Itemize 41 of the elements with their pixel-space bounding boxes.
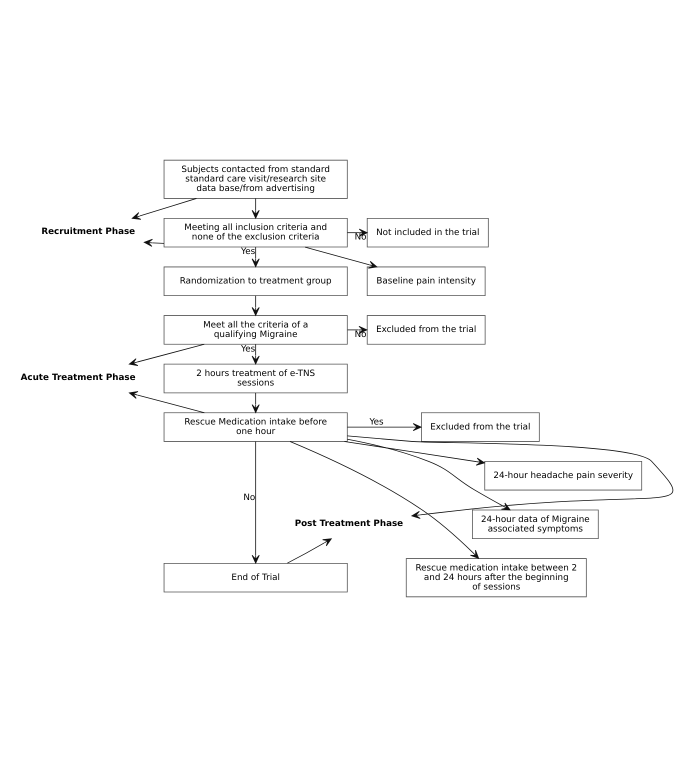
arrow (144, 238, 164, 247)
node-box: 24-hour data of Migraine associated symptoms (472, 510, 599, 540)
node-box: 2 hours treatment of e-TNS sessions (164, 364, 348, 394)
edge-label: Yes (369, 418, 384, 428)
arrow (347, 438, 511, 510)
arrow (252, 295, 260, 316)
node-box: Baseline pain intensity (366, 266, 486, 296)
node-text: Post Treatment Phase (294, 518, 404, 529)
edge-label: No (243, 492, 256, 503)
arrow (252, 198, 260, 219)
node-box: Randomization to treatment group (164, 266, 348, 296)
arrow (346, 436, 674, 519)
arrow (304, 246, 378, 269)
arrow (286, 538, 332, 564)
node-box: Subjects contacted from standard standard care visit/research site data base/from advertising (164, 160, 348, 199)
arrow (252, 246, 260, 268)
arrow (252, 441, 260, 564)
edge-label: Yes (241, 247, 256, 258)
arrow (347, 423, 422, 432)
edge-label: No (354, 330, 367, 340)
arrow (128, 391, 205, 414)
arrow (347, 326, 368, 334)
node-box: Meeting all inclusion criteria and none of the exclusion criteria (164, 218, 348, 248)
node-box: Excluded from the trial (421, 412, 540, 442)
edge-label: Yes (241, 344, 256, 354)
node-text: Acute Treatment Phase (20, 372, 136, 383)
node-box: Meet all the criteria of a qualifying Migraine (164, 315, 348, 345)
arrow (132, 198, 197, 220)
node-box: End of Trial (164, 562, 348, 592)
edge-label: No (354, 232, 366, 243)
node-box: Rescue Medication intake before one hour (164, 412, 348, 442)
node-box: 24-hour headache pain severity (484, 460, 642, 490)
arrow (252, 344, 260, 364)
node-box: Not included in the trial (366, 218, 489, 248)
arrow (290, 441, 479, 559)
arrow (252, 392, 260, 413)
arrow (128, 344, 205, 366)
node-box: Excluded from the trial (366, 315, 486, 345)
node-box: Rescue medication intake between 2 and 24 hours after the beginning of sessions (406, 558, 587, 598)
arrow (344, 441, 485, 466)
node-text: Recruitment Phase (41, 227, 136, 238)
